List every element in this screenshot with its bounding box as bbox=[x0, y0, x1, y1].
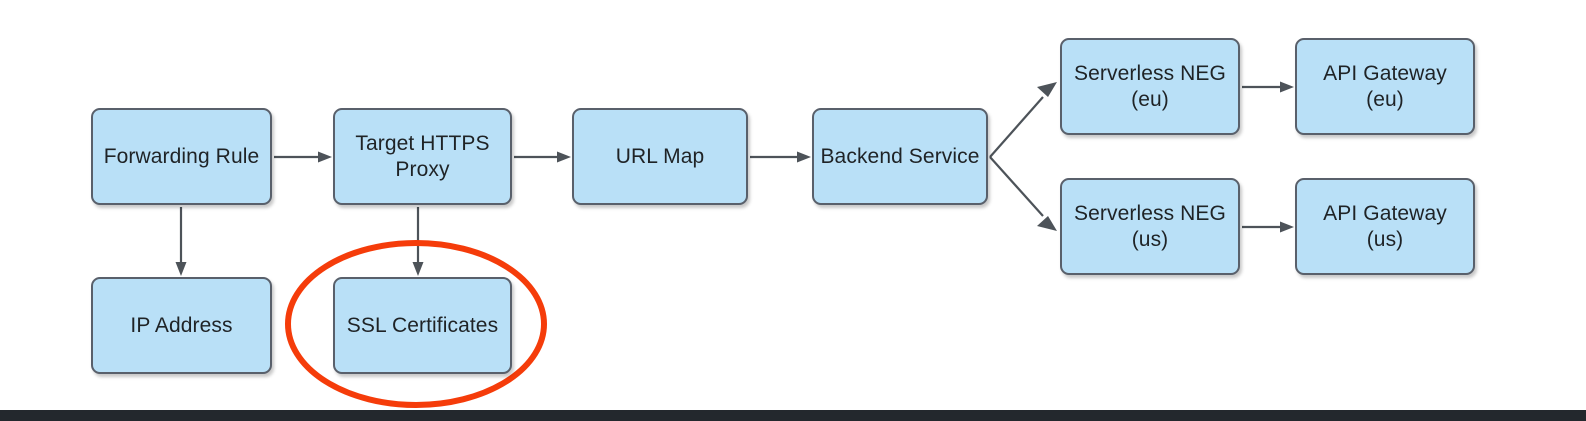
node-api-gateway-us[interactable]: API Gateway (us) bbox=[1295, 178, 1475, 275]
node-target-https-proxy[interactable]: Target HTTPS Proxy bbox=[333, 108, 512, 205]
node-backend-service[interactable]: Backend Service bbox=[812, 108, 988, 205]
node-label: Forwarding Rule bbox=[103, 144, 260, 168]
node-label: Backend Service bbox=[820, 144, 980, 168]
node-url-map[interactable]: URL Map bbox=[572, 108, 748, 205]
node-label: IP Address bbox=[130, 313, 233, 337]
ssl-certificates-highlight-ellipse bbox=[285, 240, 547, 408]
edge-neg-eu-to-gateway-eu bbox=[1242, 81, 1294, 93]
node-api-gateway-eu[interactable]: API Gateway (eu) bbox=[1295, 38, 1475, 135]
node-ip-address[interactable]: IP Address bbox=[91, 277, 272, 374]
node-serverless-neg-eu[interactable]: Serverless NEG (eu) bbox=[1060, 38, 1240, 135]
node-label: API Gateway (eu) bbox=[1323, 61, 1447, 111]
edge-forwarding-to-proxy bbox=[274, 151, 332, 163]
window-bottom-frame bbox=[0, 410, 1586, 421]
node-serverless-neg-us[interactable]: Serverless NEG (us) bbox=[1060, 178, 1240, 275]
node-label: SSL Certificates bbox=[346, 313, 499, 337]
node-label: Serverless NEG (eu) bbox=[1074, 61, 1226, 111]
edge-forwarding-to-ip bbox=[175, 207, 187, 276]
edge-backend-to-neg-eu bbox=[989, 82, 1057, 158]
edge-proxy-to-ssl bbox=[412, 207, 424, 276]
node-label: Target HTTPS Proxy bbox=[355, 131, 490, 181]
edge-proxy-to-urlmap bbox=[514, 151, 571, 163]
edge-backend-to-neg-us bbox=[989, 156, 1057, 231]
node-label: URL Map bbox=[615, 144, 705, 168]
edge-urlmap-to-backend bbox=[750, 151, 811, 163]
node-ssl-certificates[interactable]: SSL Certificates bbox=[333, 277, 512, 374]
node-forwarding-rule[interactable]: Forwarding Rule bbox=[91, 108, 272, 205]
node-label: Serverless NEG (us) bbox=[1074, 201, 1226, 251]
node-label: API Gateway (us) bbox=[1323, 201, 1447, 251]
edge-neg-us-to-gateway-us bbox=[1242, 221, 1294, 233]
